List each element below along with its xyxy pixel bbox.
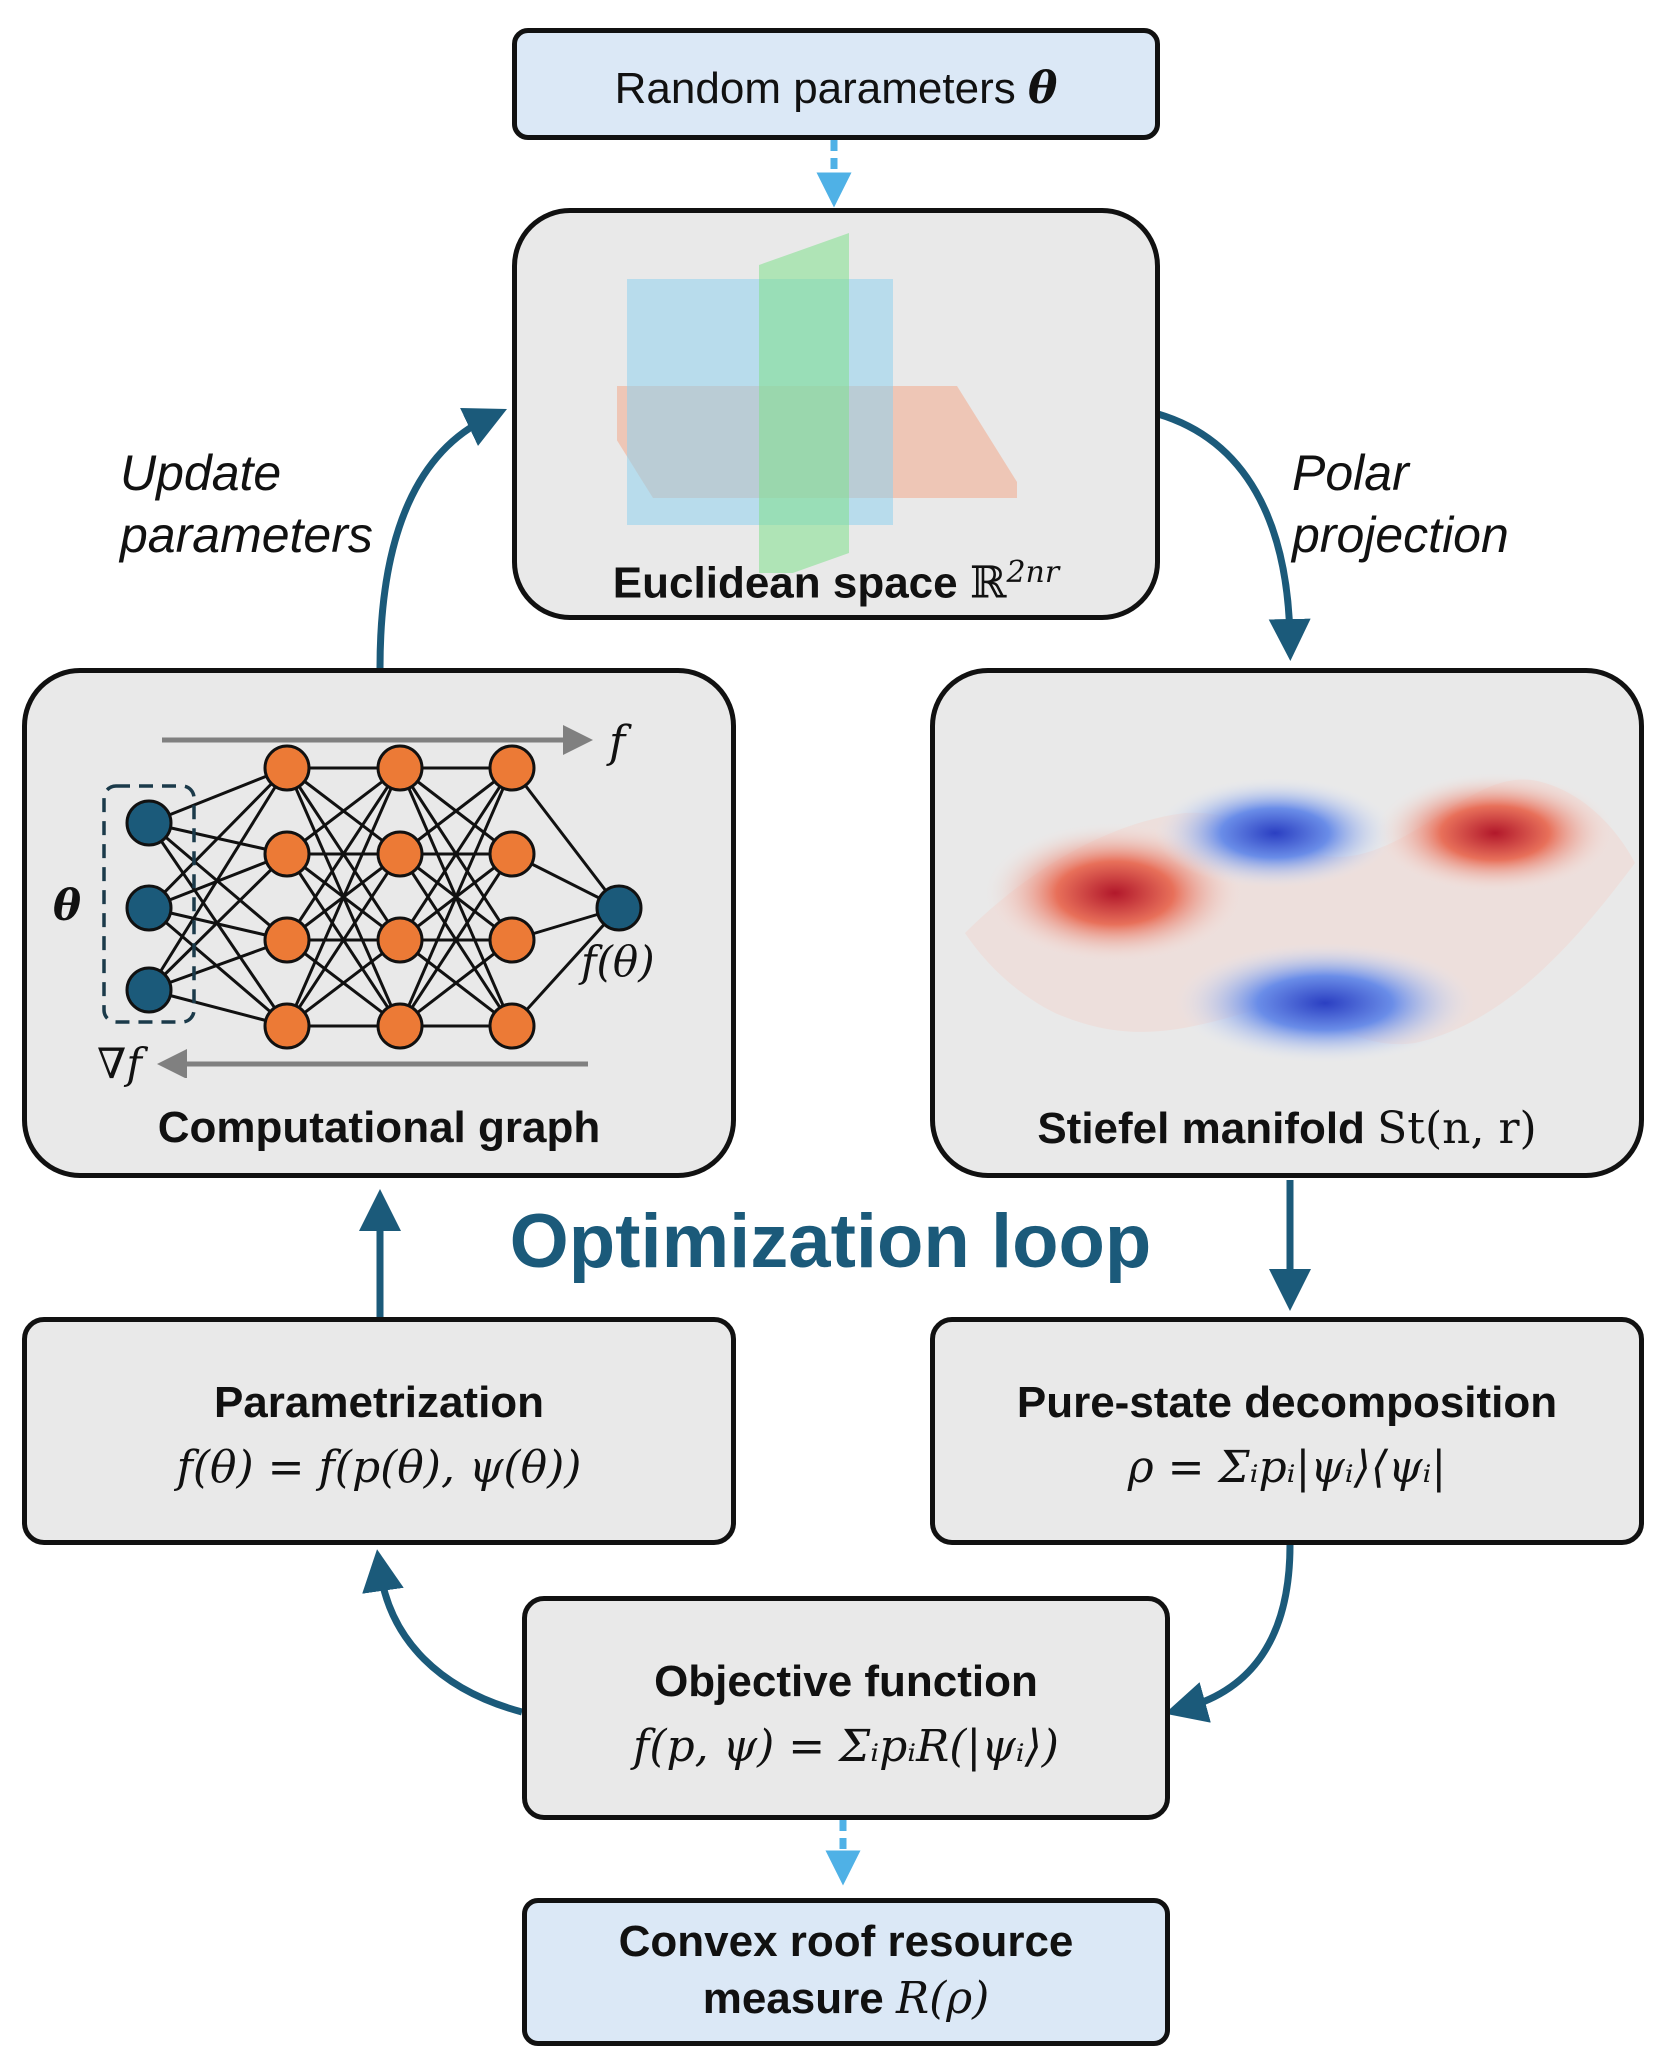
euclidean-superscript: 2nr (1006, 555, 1060, 590)
hidden-node (263, 744, 311, 792)
network-edge (510, 906, 621, 1028)
stiefel-manifold-box: Stiefel manifold St(n, r) (930, 668, 1644, 1178)
network-edge (398, 853, 514, 1027)
optimization-loop-title: Optimization loop (509, 1199, 1152, 1284)
hidden-node (376, 830, 424, 878)
hidden-node (488, 916, 536, 964)
euclidean-label: Euclidean space ℝ2nr (517, 555, 1155, 609)
parametrization-title: Parametrization (213, 1378, 545, 1427)
gradient-label: ∇f (97, 1039, 142, 1088)
input-group-dashed-box (102, 784, 196, 1024)
resource-measure-word: measure (702, 1974, 884, 2023)
hidden-node (488, 830, 536, 878)
network-edge (285, 767, 402, 1027)
network-edge (147, 852, 289, 992)
random-parameters-text: Random parameters (614, 64, 1016, 113)
arrow-to-parametrization (362, 1549, 523, 1716)
polar-projection-label: Polar projection (1292, 442, 1509, 566)
hidden-node (263, 1002, 311, 1050)
hidden-node (263, 916, 311, 964)
network-edge (399, 766, 513, 856)
euclidean-symbol: ℝ (969, 557, 1007, 609)
parametrization-box: Parametrization f(θ) = f(p(θ), ψ(θ)) (22, 1317, 736, 1545)
objective-formula: f(p, ψ) = ΣᵢpᵢR(|ψᵢ⟩) (633, 1721, 1059, 1772)
arrow-update-parameters (376, 407, 507, 669)
euclidean-title: Euclidean space (612, 558, 958, 608)
theta-symbol: θ (1027, 63, 1058, 114)
objective-box: Objective function f(p, ψ) = ΣᵢpᵢR(|ψᵢ⟩) (522, 1596, 1170, 1820)
update-parameters-label: Update parameters (120, 442, 373, 566)
stiefel-symbol: St(n, r) (1377, 1103, 1537, 1154)
network-edge (285, 853, 402, 1027)
arrow-to-objective (1164, 1544, 1294, 1723)
manifold-surface (965, 773, 1635, 1063)
output-node (595, 884, 643, 932)
input-node (125, 884, 173, 932)
network-edge (398, 767, 514, 1027)
network-edge (510, 767, 621, 909)
network-edge (398, 767, 514, 941)
hidden-node (488, 1002, 536, 1050)
input-node (125, 799, 173, 847)
arrow-polar-projection (1156, 410, 1311, 661)
polar-projection-line2: projection (1292, 507, 1509, 563)
hidden-node (376, 1002, 424, 1050)
input-theta-label: θ (53, 881, 82, 930)
network-edge (148, 766, 288, 825)
network-edge (286, 766, 401, 856)
network-edge (147, 766, 289, 910)
input-node (125, 966, 173, 1014)
resource-measure-box: Convex roof resource measure R(ρ) (522, 1898, 1170, 2046)
planes-illustration (617, 233, 1017, 573)
euclidean-space-box: Euclidean space ℝ2nr (512, 208, 1160, 620)
resource-measure-line2: measure R(ρ) (527, 1973, 1165, 2024)
network-edge (148, 938, 288, 992)
hidden-node (488, 744, 536, 792)
random-parameters-box: Random parameters θ (512, 28, 1160, 140)
hidden-node (263, 830, 311, 878)
computational-graph-title: Computational graph (157, 1103, 601, 1152)
resource-measure-symbol: R(ρ) (895, 1973, 990, 2024)
network-edge (286, 938, 401, 1028)
hidden-node (376, 916, 424, 964)
network-edge (399, 938, 513, 1028)
stiefel-label: Stiefel manifold St(n, r) (935, 1103, 1639, 1154)
network-edge (147, 767, 289, 991)
network-edge (285, 767, 402, 941)
decomposition-box: Pure-state decomposition ρ = Σᵢpᵢ|ψᵢ⟩⟨ψᵢ… (930, 1317, 1644, 1545)
polar-projection-line1: Polar (1292, 445, 1409, 501)
update-parameters-line2: parameters (120, 507, 373, 563)
resource-measure-line1: Convex roof resource (618, 1917, 1074, 1966)
stiefel-title: Stiefel manifold (1037, 1104, 1365, 1153)
objective-title: Objective function (654, 1657, 1038, 1706)
network-edge (148, 988, 288, 1028)
neural-network-diagram (102, 725, 643, 1078)
update-parameters-line1: Update (120, 445, 282, 501)
network-edge (148, 906, 288, 1028)
hidden-node (376, 744, 424, 792)
decomposition-title: Pure-state decomposition (1016, 1378, 1558, 1427)
decomposition-formula: ρ = Σᵢpᵢ|ψᵢ⟩⟨ψᵢ| (1127, 1442, 1447, 1493)
parametrization-formula: f(θ) = f(p(θ), ψ(θ)) (176, 1442, 582, 1493)
forward-f-label: f (609, 717, 626, 768)
computational-graph-box: θ f f(θ) ∇f Computational graph (22, 668, 736, 1178)
output-f-theta-label: f(θ) (581, 937, 655, 986)
random-parameters-label: Random parameters θ (517, 63, 1155, 114)
